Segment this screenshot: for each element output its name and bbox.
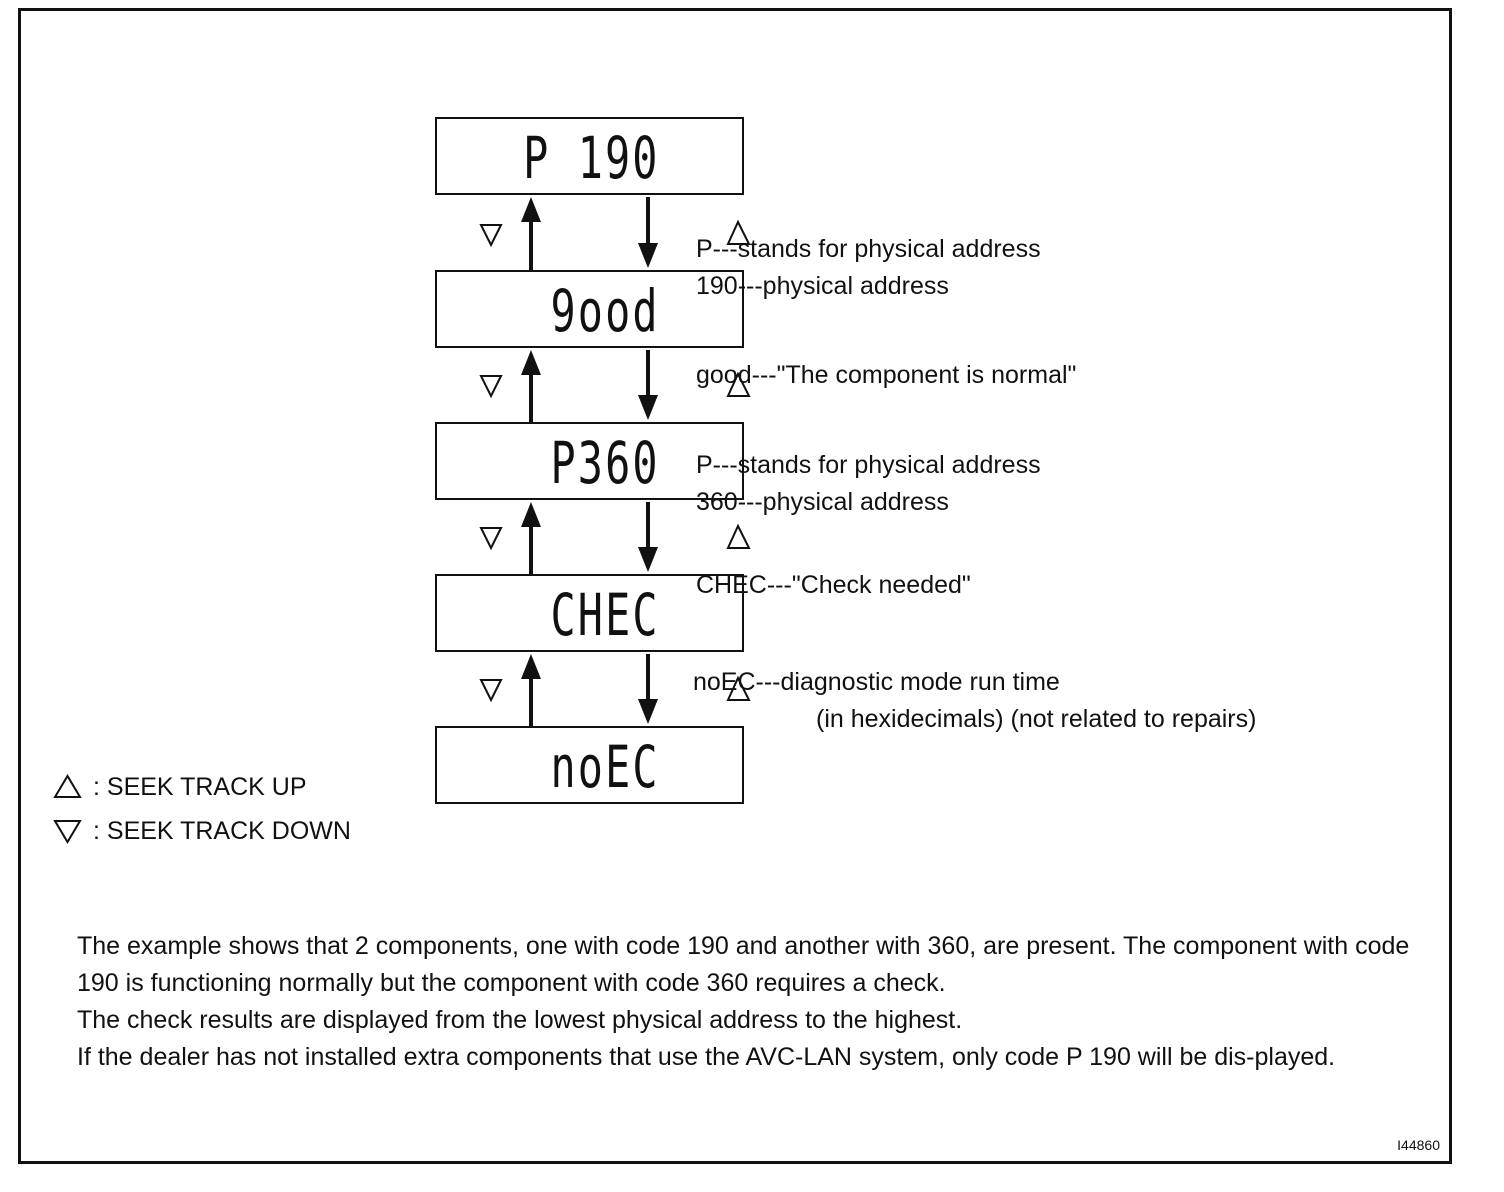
display-p190: P 190: [435, 117, 744, 195]
annotation-noec-line1: noEC---diagnostic mode run time: [693, 668, 1060, 696]
description-paragraph: The example shows that 2 components, one…: [77, 932, 1410, 997]
arrow-up-1: [521, 197, 541, 270]
arrow-down-2: [638, 350, 658, 420]
triangle-up-icon: [726, 523, 751, 549]
display-good: 9ood: [435, 270, 744, 348]
arrow-down-4: [638, 654, 658, 724]
triangle-up-icon: [726, 675, 751, 701]
annotation-p190-line2: 190---physical address: [696, 272, 949, 300]
description: The example shows that 2 components, one…: [77, 928, 1417, 1076]
display-p190-text: P 190: [523, 124, 660, 192]
figure-frame: [18, 8, 1452, 1164]
display-good-text: 9ood: [550, 277, 660, 345]
display-chec: CHEC: [435, 574, 744, 652]
annotation-p190-line1: P---stands for physical address: [696, 235, 1041, 263]
arrow-down-3: [638, 502, 658, 572]
description-paragraph: The check results are displayed from the…: [77, 1006, 963, 1034]
arrow-up-3: [521, 502, 541, 574]
triangle-down-icon: [479, 224, 503, 248]
legend-up: : SEEK TRACK UP: [93, 773, 307, 801]
triangle-down-icon: [479, 527, 503, 551]
arrow-down-1: [638, 197, 658, 268]
display-noec-text: noEC: [550, 733, 660, 801]
annotation-good: good---"The component is normal": [696, 361, 1077, 389]
display-p360: P360: [435, 422, 744, 500]
triangle-down-icon: [479, 375, 503, 399]
annotation-chec: CHEC---"Check needed": [696, 571, 971, 599]
annotation-p360-line2: 360---physical address: [696, 488, 949, 516]
triangle-up-icon: [726, 371, 751, 397]
legend-down: : SEEK TRACK DOWN: [93, 817, 351, 845]
display-noec: noEC: [435, 726, 744, 804]
display-chec-text: CHEC: [550, 581, 660, 649]
legend-triangle-up-icon: [53, 774, 82, 798]
triangle-down-icon: [479, 679, 503, 703]
arrow-up-2: [521, 350, 541, 422]
arrow-up-4: [521, 654, 541, 726]
annotation-noec-line2: (in hexidecimals) (not related to repair…: [816, 705, 1257, 733]
legend-triangle-down-icon: [53, 820, 82, 844]
display-p360-text: P360: [550, 429, 660, 497]
description-paragraph: If the dealer has not installed extra co…: [77, 1043, 1336, 1071]
triangle-up-icon: [726, 219, 751, 245]
annotation-p360-line1: P---stands for physical address: [696, 451, 1041, 479]
figure-id: I44860: [1397, 1137, 1440, 1153]
